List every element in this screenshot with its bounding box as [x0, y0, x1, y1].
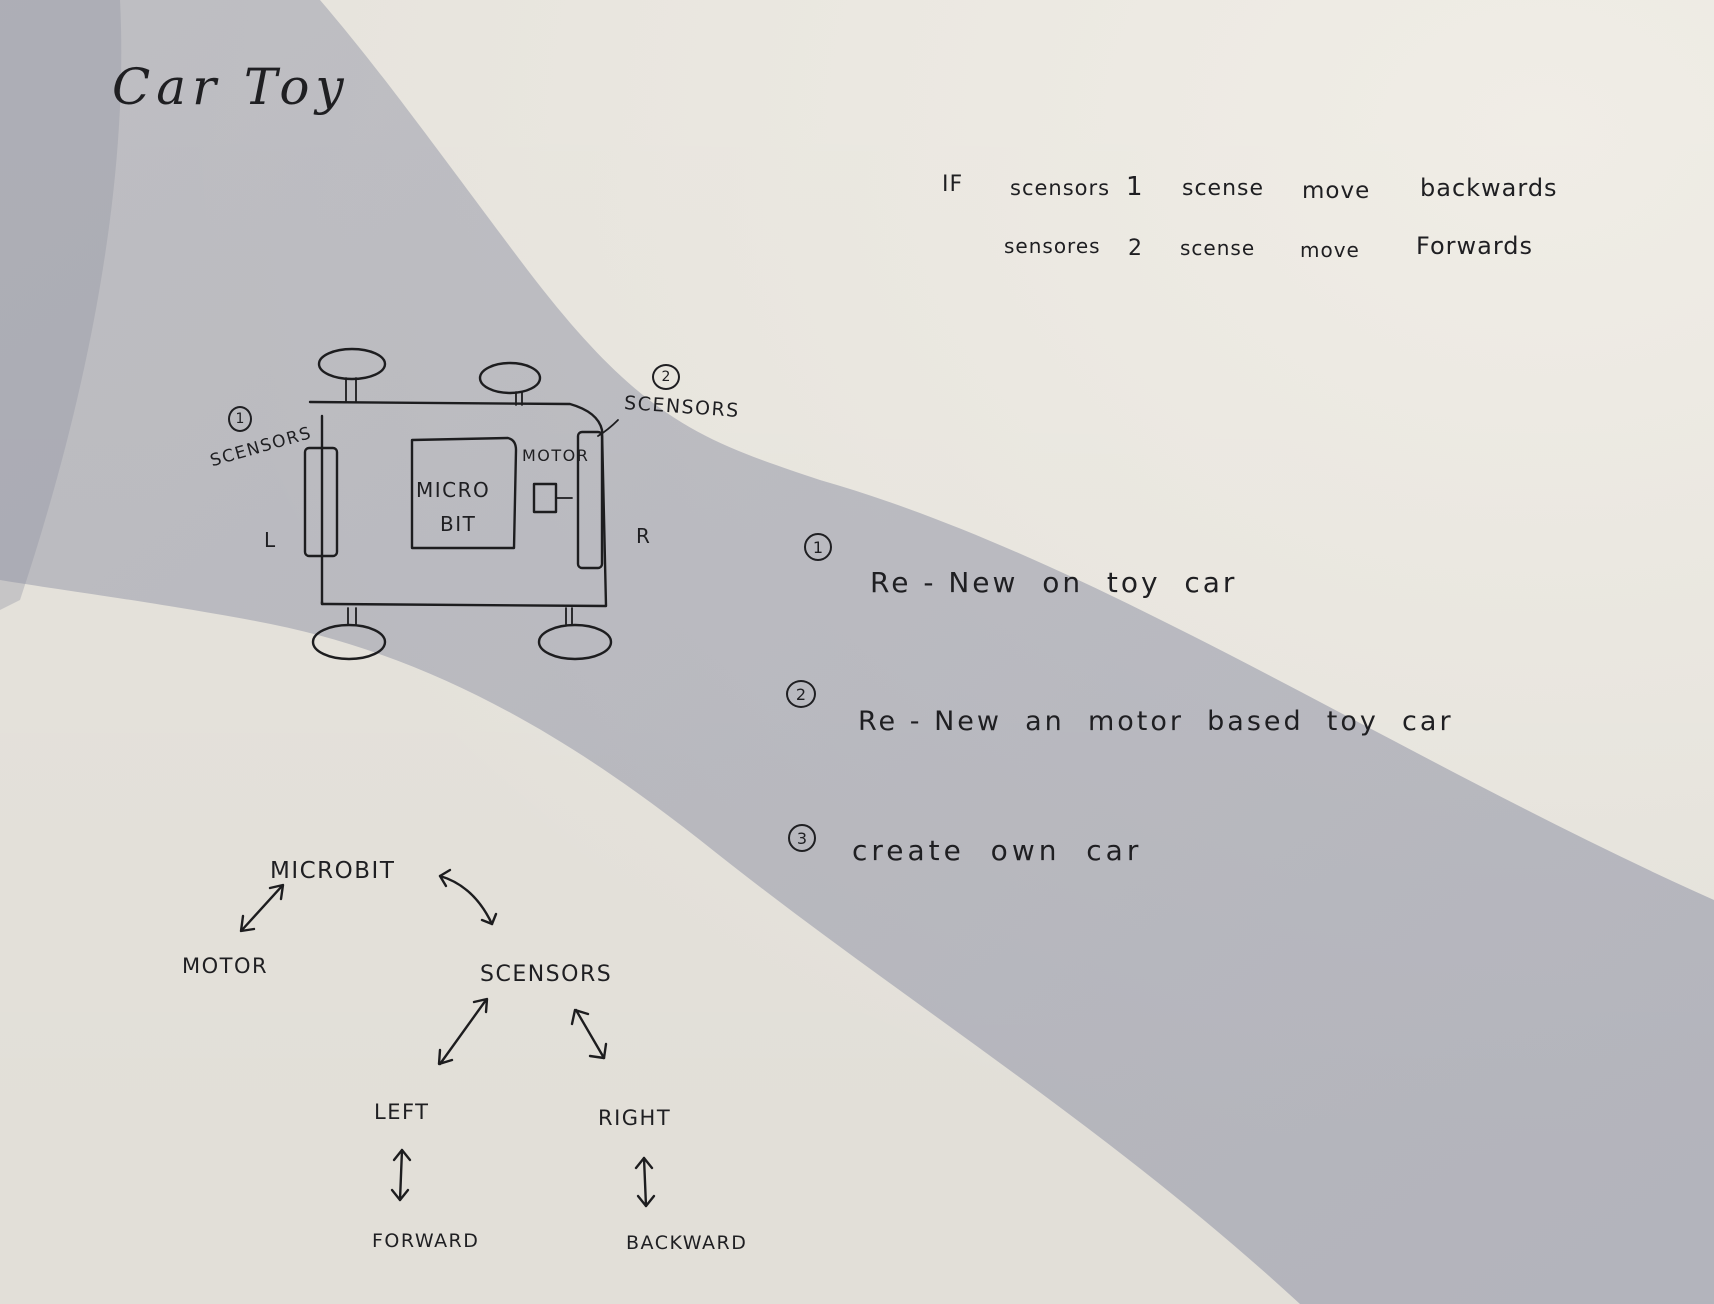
rule1-move: move — [1302, 178, 1371, 204]
arrow-left-forward — [398, 1148, 404, 1202]
page-title: Car Toy — [112, 58, 350, 116]
option-3-text: create own car — [852, 834, 1143, 867]
car-body — [308, 400, 608, 608]
tree-sensors: SCENSORS — [480, 962, 613, 987]
sensor-left — [303, 446, 339, 558]
rule2-direction: Forwards — [1416, 232, 1534, 260]
wheel-top-left — [317, 347, 387, 381]
rule1-sense: scense — [1182, 176, 1265, 201]
tree-right: RIGHT — [598, 1106, 672, 1130]
rule1-if: IF — [942, 172, 964, 197]
rule2-move: move — [1300, 238, 1360, 262]
wheel-bottom-left — [311, 623, 387, 661]
sensor-left-number: 1 — [228, 406, 252, 432]
rule1-sensors: scensors — [1010, 176, 1111, 200]
microbit-box — [410, 436, 518, 550]
arrow-microbit-sensors — [438, 874, 494, 926]
left-side-label: L — [264, 528, 277, 552]
arrow-sensors-left — [438, 998, 488, 1066]
tree-backward: BACKWARD — [626, 1232, 748, 1254]
arrow-microbit-motor — [240, 884, 284, 932]
rule2-sensors: sensores — [1004, 234, 1101, 258]
rule2-sense: scense — [1180, 236, 1256, 260]
microbit-label-line1: MICRO — [416, 478, 491, 502]
tree-left: LEFT — [374, 1100, 430, 1124]
wheel-top-right — [478, 361, 542, 395]
tree-motor: MOTOR — [182, 954, 269, 978]
tree-forward: FORWARD — [372, 1230, 480, 1252]
car-sketch — [303, 347, 619, 661]
motor-label: MOTOR — [522, 446, 590, 465]
right-side-label: R — [636, 524, 651, 548]
tree-arrows — [239, 868, 656, 1208]
option-1-number: 1 — [804, 533, 832, 561]
rule1-number: 1 — [1126, 172, 1144, 202]
option-1-text: Re - New on toy car — [870, 566, 1238, 599]
shadow-left — [0, 0, 122, 610]
wheel-bottom-right — [537, 623, 613, 661]
arrow-right-backward — [642, 1156, 648, 1208]
rule2-number: 2 — [1128, 236, 1143, 261]
option-2-text: Re - New an motor based toy car — [858, 706, 1454, 737]
option-2-number: 2 — [786, 680, 816, 708]
arrow-sensors-right — [574, 1008, 606, 1060]
microbit-label-line2: BIT — [440, 512, 477, 536]
sensor-right — [576, 430, 604, 570]
tree-root-microbit: MICROBIT — [270, 858, 396, 884]
rule1-direction: backwards — [1420, 174, 1558, 202]
sensor-right-number: 2 — [652, 364, 680, 390]
option-3-number: 3 — [788, 824, 816, 852]
